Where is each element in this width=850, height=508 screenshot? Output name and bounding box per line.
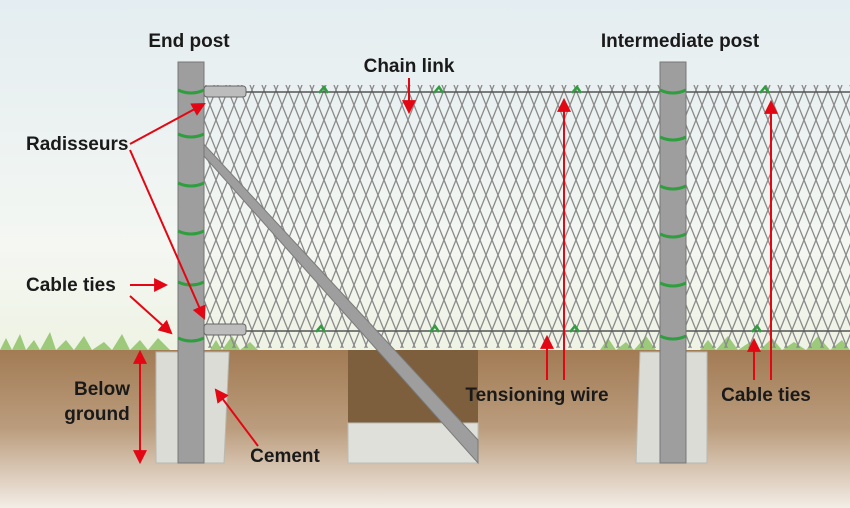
label-cement: Cement bbox=[250, 446, 320, 467]
pointer-arrows bbox=[129, 78, 778, 465]
arrow-cable-ties-left-2 bbox=[129, 295, 173, 335]
radisseur-top bbox=[203, 85, 247, 98]
label-cable-ties-right: Cable ties bbox=[721, 385, 811, 406]
label-below-ground-line1: Below bbox=[74, 379, 130, 400]
label-end-post: End post bbox=[148, 31, 230, 52]
arrow-radisseur-top bbox=[129, 103, 206, 145]
arrow-radisseur-bottom bbox=[129, 149, 206, 320]
label-intermediate-post: Intermediate post bbox=[601, 31, 760, 52]
cable-ties-wire bbox=[315, 84, 771, 333]
intermediate-post bbox=[659, 61, 687, 464]
arrow-cement bbox=[214, 388, 259, 447]
chain-link-mesh bbox=[204, 85, 850, 348]
end-post bbox=[177, 61, 205, 464]
cable-ties-posts bbox=[177, 88, 687, 343]
label-radisseurs: Radisseurs bbox=[26, 134, 128, 155]
radisseur-bottom bbox=[203, 323, 247, 336]
label-chain-link: Chain link bbox=[364, 56, 455, 77]
label-cable-ties-left: Cable ties bbox=[26, 275, 116, 296]
label-tensioning-wire: Tensioning wire bbox=[465, 385, 608, 406]
label-below-ground-line2: ground bbox=[64, 404, 129, 425]
